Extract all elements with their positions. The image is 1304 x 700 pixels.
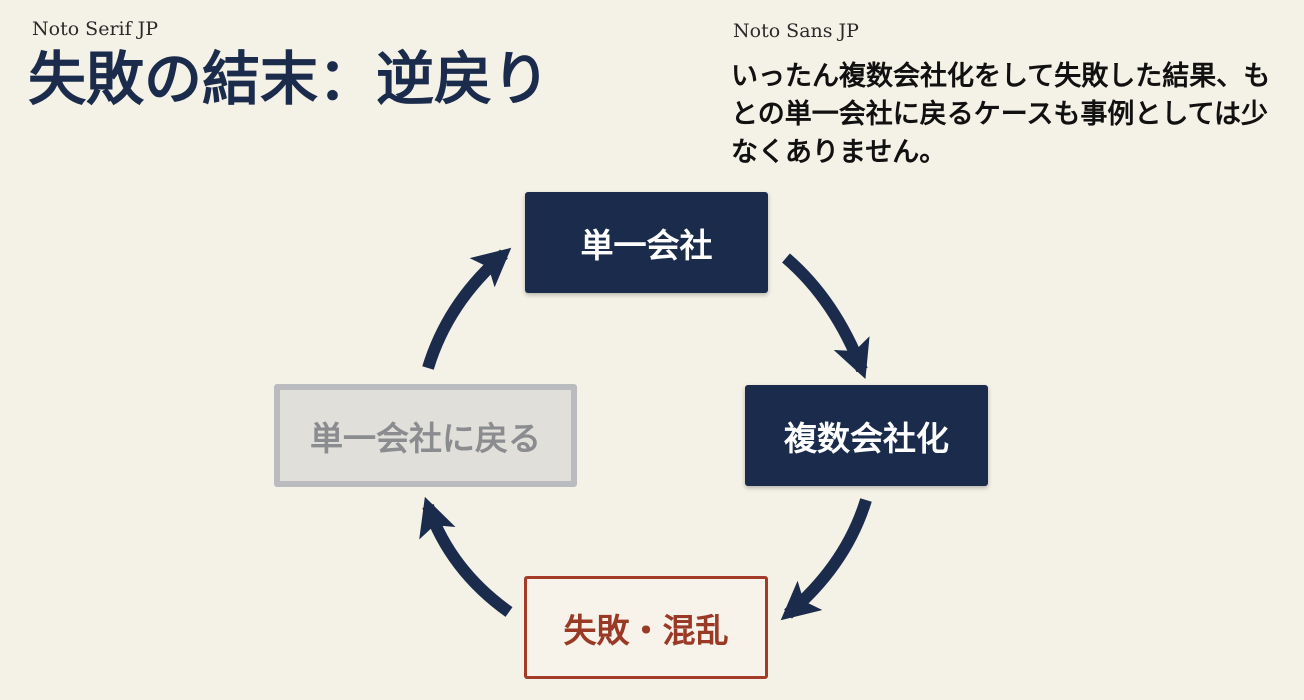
font-label-serif: Noto Serif JP — [32, 18, 159, 40]
node-failure: 失敗・混乱 — [524, 576, 768, 679]
node-multi-company: 複数会社化 — [745, 385, 988, 486]
arrow-fail-to-return — [419, 496, 513, 617]
arrow-multi-to-fail — [780, 498, 872, 621]
node-return-single: 単一会社に戻る — [274, 384, 577, 487]
node-failure-label: 失敗・混乱 — [563, 610, 729, 650]
node-single-company: 単一会社 — [525, 192, 768, 293]
node-multi-company-label: 複数会社化 — [784, 418, 949, 458]
slide-title: 失敗の結末：逆戻り — [28, 45, 551, 113]
font-label-sans: Noto Sans JP — [733, 20, 859, 42]
arrow-return-to-single — [422, 247, 512, 370]
node-return-single-label: 単一会社に戻る — [310, 418, 541, 458]
node-single-company-label: 単一会社 — [580, 225, 713, 265]
arrow-single-to-multi — [782, 253, 870, 379]
slide-description: いったん複数会社化をして失敗した結果、もとの単一会社に戻るケースも事例としては少… — [731, 61, 1271, 168]
